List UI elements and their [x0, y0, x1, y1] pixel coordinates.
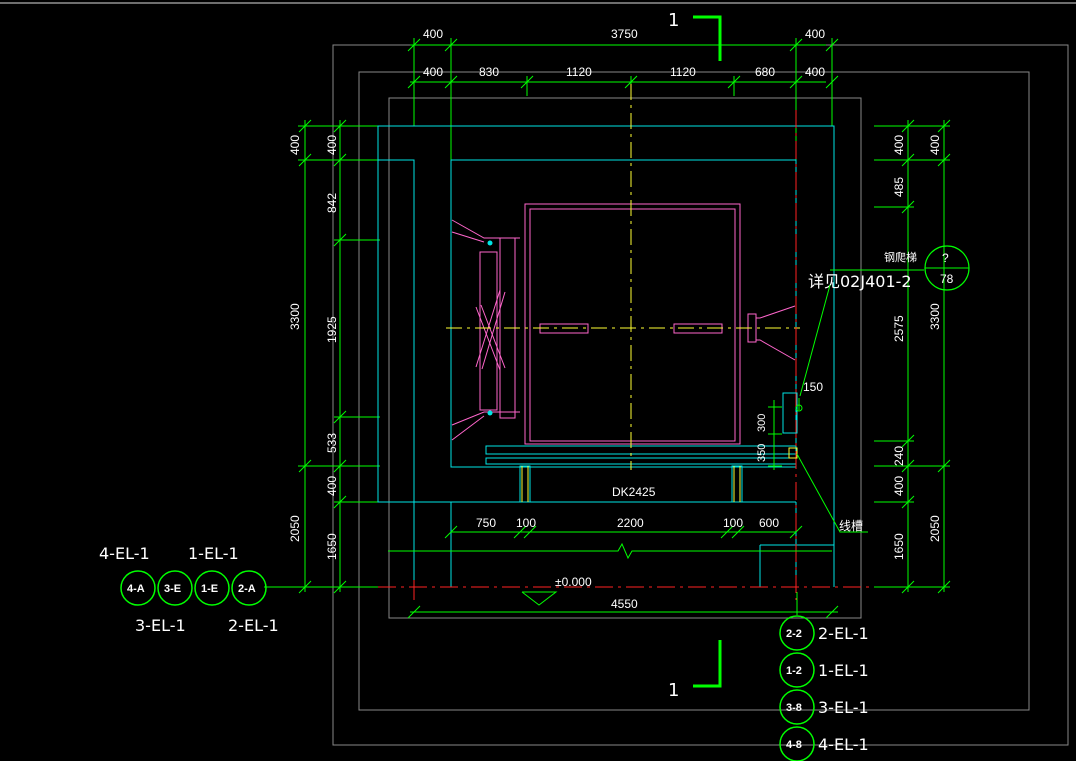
dim-left-inner-842: 842 — [325, 193, 339, 213]
door-dimension-line — [444, 525, 803, 539]
left-dimensions — [298, 119, 380, 594]
dim-top2-680: 680 — [755, 65, 775, 79]
dim-top1-3750: 3750 — [611, 27, 638, 41]
dim-top2-1120-b: 1120 — [670, 65, 696, 79]
left-outer-dim-labels: 400 3300 2050 — [288, 135, 302, 542]
left-grid-refs: 4-EL-1 1-EL-1 3-EL-1 2-EL-1 — [99, 544, 279, 635]
right-inner-dim-labels: 400 485 2575 240 400 1650 — [892, 135, 906, 560]
grid-bubble-12 — [779, 652, 815, 688]
top-dim-row2-labels: 400 830 1120 1120 680 400 — [423, 65, 825, 79]
dim-right-outer-3300: 3300 — [928, 303, 942, 330]
section-mark-top: 1 — [668, 10, 722, 61]
section-mark-label-bottom: 1 — [668, 680, 679, 701]
break-line — [388, 542, 832, 560]
dim-150: 150 — [803, 380, 823, 394]
dim-top2-400-left: 400 — [423, 65, 443, 79]
grid-bubble-38-label: 3-8 — [786, 702, 802, 714]
right-ref-3EL1: 3-EL-1 — [818, 698, 869, 717]
right-ref-1EL1: 1-EL-1 — [818, 661, 869, 680]
left-ref-4EL1: 4-EL-1 — [99, 544, 150, 563]
dim-left-inner-1650: 1650 — [325, 533, 339, 560]
ground-line — [378, 110, 870, 600]
ladder-bubble-bottom: 78 — [940, 272, 954, 286]
dim-top2-1120-a: 1120 — [566, 65, 592, 79]
trench-label: 线槽 — [839, 519, 863, 533]
dim-300: 300 — [756, 414, 768, 432]
ladder-ref: 详见02J401-2 — [808, 272, 912, 291]
top-dimensions — [407, 38, 839, 160]
section-mark-label-top: 1 — [668, 10, 679, 31]
dim-right-inner-485: 485 — [892, 177, 906, 197]
ladder-title: 钢爬梯 — [884, 251, 917, 264]
grid-bubble-22-label: 2-2 — [786, 628, 802, 640]
dim-top1-400-right: 400 — [805, 27, 825, 41]
dim-right-inner-2575: 2575 — [892, 315, 906, 342]
level-mark: ±0.000 — [521, 575, 592, 606]
left-inner-dim-labels: 400 842 1925 533 400 1650 — [325, 135, 339, 560]
door-dim-2200: 2200 — [617, 516, 644, 530]
dim-top2-400-right: 400 — [805, 65, 825, 79]
door-dim-100-left: 100 — [516, 516, 536, 530]
right-ref-4EL1: 4-EL-1 — [818, 735, 869, 754]
door-dim-750: 750 — [476, 516, 496, 530]
grid-bubble-1E — [194, 570, 230, 606]
dim-right-inner-1650: 1650 — [892, 533, 906, 560]
dim-left-outer-3300: 3300 — [288, 303, 302, 330]
left-ref-1EL1: 1-EL-1 — [188, 544, 239, 563]
dim-right-outer-400: 400 — [928, 135, 942, 155]
dim-left-outer-400: 400 — [288, 135, 302, 155]
ladder-callout: 钢爬梯 详见02J401-2 ? 78 — [799, 245, 970, 397]
dim-right-inner-240: 240 — [892, 446, 906, 466]
bottom-width-dim — [407, 605, 839, 619]
dim-right-inner-400a: 400 — [892, 135, 906, 155]
outer-outlines — [332, 44, 1069, 746]
dim-left-outer-2050: 2050 — [288, 515, 302, 542]
right-grid-bubbles: 2-2 1-2 3-8 4-8 2-EL-1 1-EL-1 3-EL-1 4-E… — [779, 592, 869, 761]
dim-left-inner-1925: 1925 — [325, 316, 339, 343]
grid-bubble-1E-label: 1-E — [201, 583, 218, 595]
section-mark-bottom: 1 — [668, 640, 722, 701]
grid-bubble-12-label: 1-2 — [786, 665, 802, 677]
dim-top1-400-left: 400 — [423, 27, 443, 41]
right-outer-dim-labels: 400 3300 2050 — [928, 135, 942, 542]
left-ref-2EL1: 2-EL-1 — [228, 616, 279, 635]
door-dim-100-right: 100 — [723, 516, 743, 530]
grid-bubble-4A — [120, 570, 156, 606]
dim-left-inner-400a: 400 — [325, 135, 339, 155]
guide-brackets — [451, 219, 796, 441]
right-dimensions — [874, 119, 951, 594]
elevator-car — [475, 203, 757, 445]
left-ref-3EL1: 3-EL-1 — [135, 616, 186, 635]
grid-bubble-3E — [157, 570, 193, 606]
dim-left-inner-400b: 400 — [325, 476, 339, 496]
door-dim-labels: 750 100 2200 100 600 — [476, 516, 779, 530]
trench-callout: 线槽 — [796, 453, 868, 533]
right-ref-2EL1: 2-EL-1 — [818, 624, 869, 643]
grid-bubble-22 — [779, 615, 815, 651]
centerlines — [446, 84, 800, 470]
dim-right-inner-400b: 400 — [892, 476, 906, 496]
dim-right-outer-2050: 2050 — [928, 515, 942, 542]
door-dim-600: 600 — [759, 516, 779, 530]
ladder-bubble-top: ? — [942, 251, 949, 265]
grid-bubble-48-label: 4-8 — [786, 739, 802, 751]
grid-bubble-38 — [779, 689, 815, 725]
dim-left-inner-533: 533 — [325, 433, 339, 453]
door-posts — [521, 466, 741, 502]
left-grid-bubbles: 4-A 3-E 1-E 2-A — [120, 570, 378, 606]
grid-bubble-48 — [779, 726, 815, 761]
ladder-detail: 150 300 350 — [756, 380, 823, 470]
door-label: DK2425 — [612, 485, 656, 499]
dim-350: 350 — [756, 444, 768, 462]
grid-bubble-3E-label: 3-E — [164, 583, 181, 595]
grid-bubble-2A-label: 2-A — [238, 583, 256, 595]
grid-bubble-4A-label: 4-A — [127, 583, 145, 595]
dim-top2-830: 830 — [479, 65, 499, 79]
top-dim-row1-labels: 400 3750 400 — [423, 27, 825, 41]
rail-markers — [487, 240, 493, 416]
level-label: ±0.000 — [555, 575, 592, 589]
bottom-width-label: 4550 — [611, 597, 638, 611]
grid-bubble-2A — [231, 570, 267, 606]
